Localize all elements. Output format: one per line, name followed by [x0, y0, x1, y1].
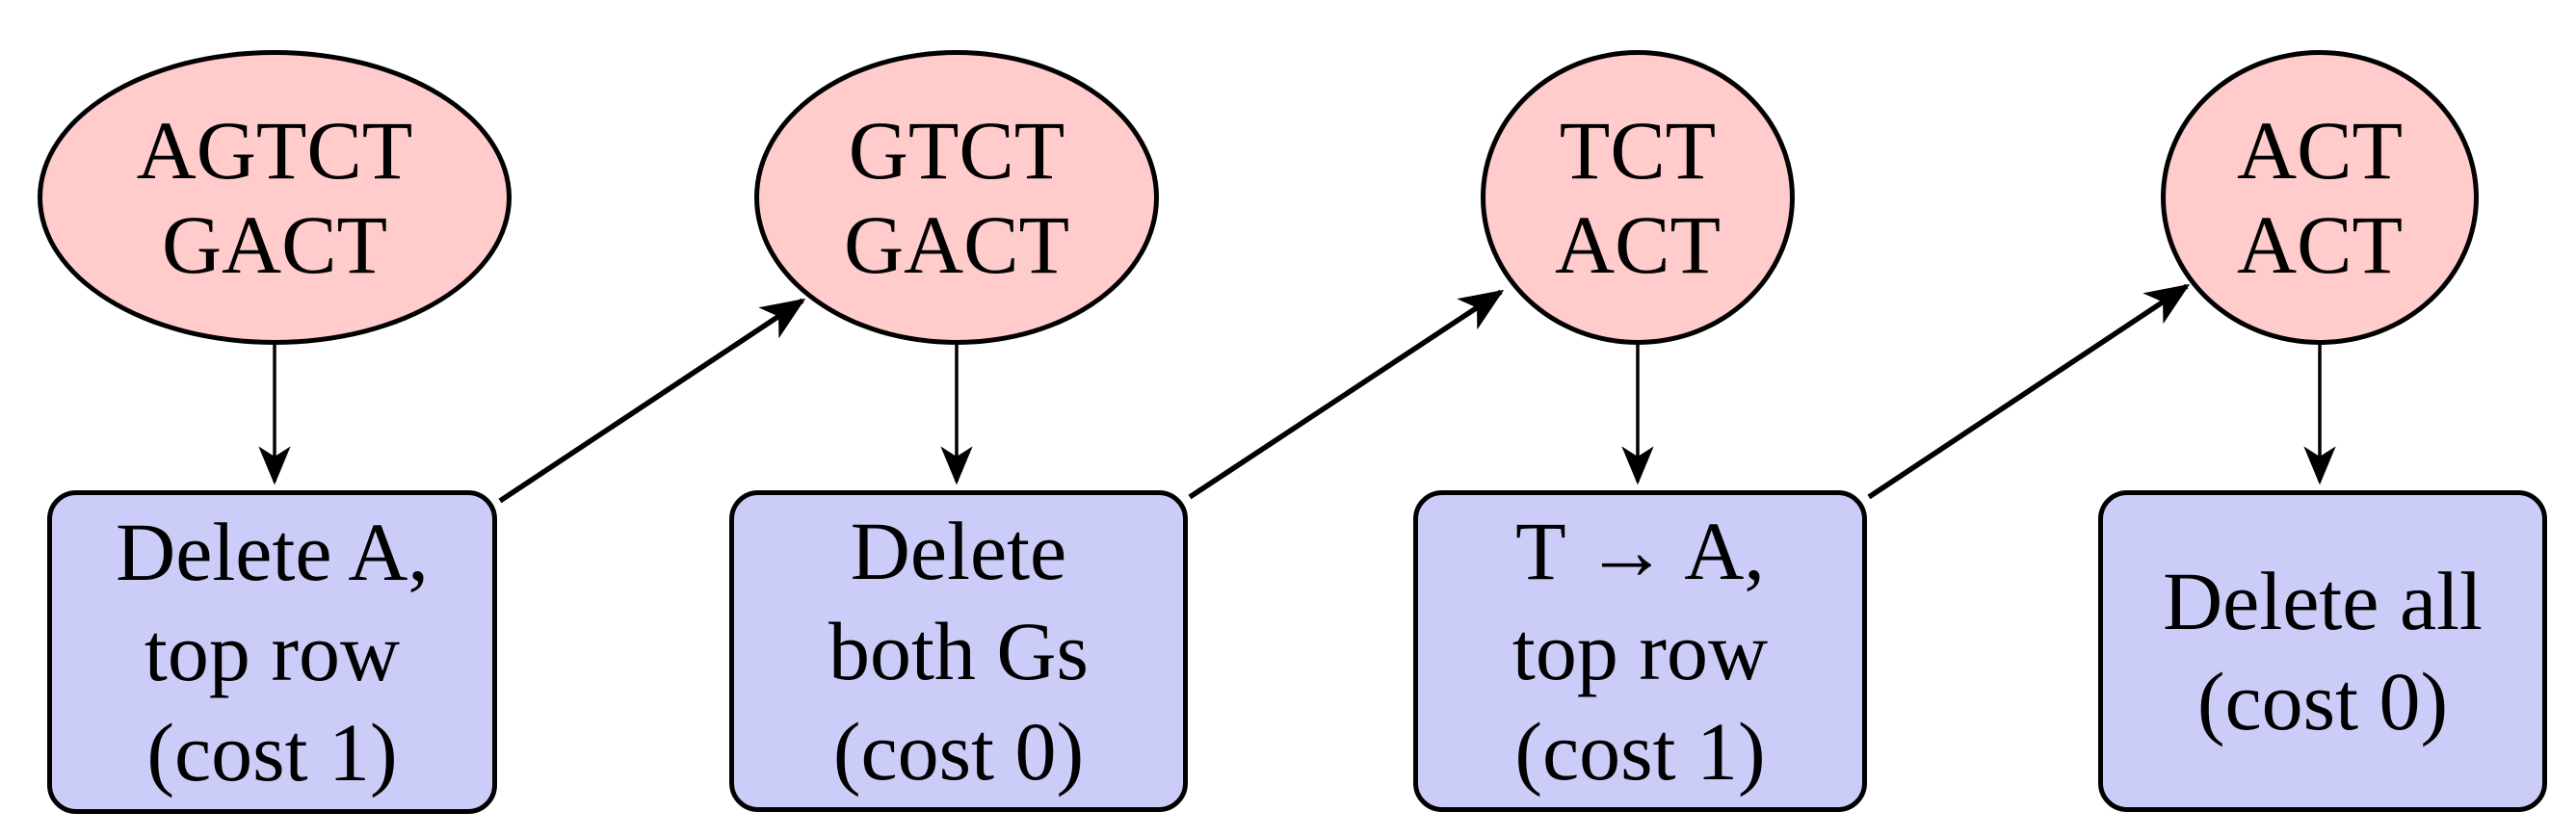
operation-node-3: T → A, top row (cost 1): [1413, 490, 1867, 812]
operation-1-line-3: (cost 1): [146, 706, 398, 799]
state-node-2: GTCT GACT: [754, 50, 1159, 345]
operation-node-1: Delete A, top row (cost 1): [47, 490, 497, 814]
operation-2-line-3: (cost 0): [832, 705, 1085, 798]
arrow-op2-to-state3: [1188, 289, 1505, 500]
state-1-line-1: AGTCT: [136, 104, 413, 196]
state-3-line-1: TCT: [1559, 104, 1717, 196]
operation-node-2: Delete both Gs (cost 0): [729, 490, 1188, 812]
state-node-4: ACT ACT: [2161, 50, 2479, 345]
state-node-1: AGTCT GACT: [38, 50, 512, 345]
state-node-3: TCT ACT: [1481, 50, 1795, 345]
operation-3-line-3: (cost 1): [1514, 705, 1766, 798]
operation-node-4: Delete all (cost 0): [2098, 490, 2547, 812]
operation-1-line-2: top row: [144, 606, 401, 698]
state-4-line-1: ACT: [2237, 104, 2403, 196]
state-3-line-2: ACT: [1555, 198, 1721, 291]
operation-3-line-1: T → A,: [1515, 505, 1765, 597]
state-2-line-2: GACT: [843, 198, 1070, 291]
operation-1-line-1: Delete A,: [116, 506, 429, 598]
operation-2-line-1: Delete: [850, 505, 1067, 597]
state-2-line-1: GTCT: [848, 104, 1065, 196]
state-1-line-2: GACT: [161, 198, 388, 291]
operation-3-line-2: top row: [1511, 605, 1769, 697]
operation-2-line-2: both Gs: [828, 605, 1089, 697]
operation-4-line-1: Delete all: [2163, 555, 2483, 647]
arrow-op3-to-state4: [1867, 283, 2191, 500]
state-4-line-2: ACT: [2237, 198, 2403, 291]
operation-4-line-2: (cost 0): [2196, 655, 2449, 747]
arrow-op1-to-state2: [498, 298, 806, 504]
